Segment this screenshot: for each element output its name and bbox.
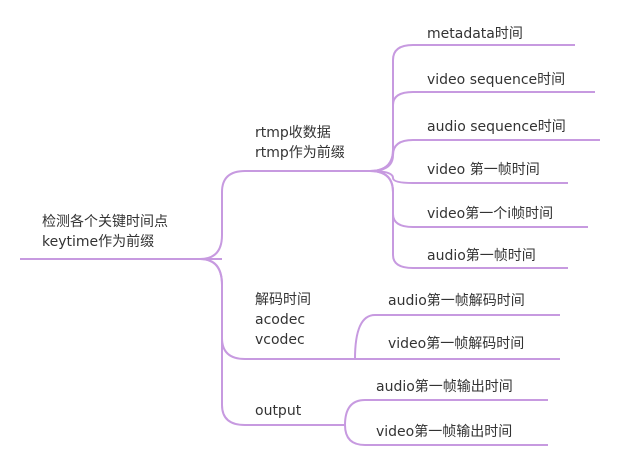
child-node-video-decode[interactable]: video第一帧解码时间 <box>388 336 525 352</box>
child-node-video-first-i-frame[interactable]: video第一个i帧时间 <box>427 206 554 222</box>
branch-decode-line-2: acodec <box>255 312 306 328</box>
output-to-child-1 <box>344 399 548 426</box>
output-to-child-2 <box>344 424 548 446</box>
child-node-audio-sequence[interactable]: audio sequence时间 <box>427 119 566 135</box>
root-node-line-2: keytime作为前缀 <box>42 234 155 250</box>
branch-node-output[interactable]: output <box>255 403 302 419</box>
child-node-video-first-frame[interactable]: video 第一帧时间 <box>427 162 540 178</box>
root-to-branch-output <box>199 258 345 426</box>
branch-node-rtmp[interactable]: rtmp收数据 rtmp作为前缀 <box>255 123 345 163</box>
decode-to-child-1 <box>354 314 560 360</box>
branch-rtmp-line-1: rtmp收数据 <box>255 125 331 141</box>
child-node-video-sequence[interactable]: video sequence时间 <box>427 72 566 88</box>
child-node-audio-decode[interactable]: audio第一帧解码时间 <box>388 293 525 309</box>
child-node-video-output[interactable]: video第一帧输出时间 <box>376 424 513 440</box>
rtmp-to-child-3 <box>369 139 600 172</box>
child-node-audio-first-frame[interactable]: audio第一帧时间 <box>427 248 536 264</box>
branch-rtmp-line-2: rtmp作为前缀 <box>255 145 345 161</box>
child-node-metadata[interactable]: metadata时间 <box>427 26 523 42</box>
root-node[interactable]: 检测各个关键时间点 keytime作为前缀 <box>42 212 168 252</box>
rtmp-to-child-6 <box>369 170 568 269</box>
branch-node-decode[interactable]: 解码时间 acodec vcodec <box>255 290 311 350</box>
root-node-line-1: 检测各个关键时间点 <box>42 214 168 230</box>
branch-decode-line-1: 解码时间 <box>255 292 311 308</box>
branch-decode-line-3: vcodec <box>255 332 305 348</box>
rtmp-to-child-4 <box>369 170 568 184</box>
root-to-branch-rtmp <box>199 170 370 260</box>
rtmp-to-child-1 <box>369 44 575 172</box>
child-node-audio-output[interactable]: audio第一帧输出时间 <box>376 379 513 395</box>
